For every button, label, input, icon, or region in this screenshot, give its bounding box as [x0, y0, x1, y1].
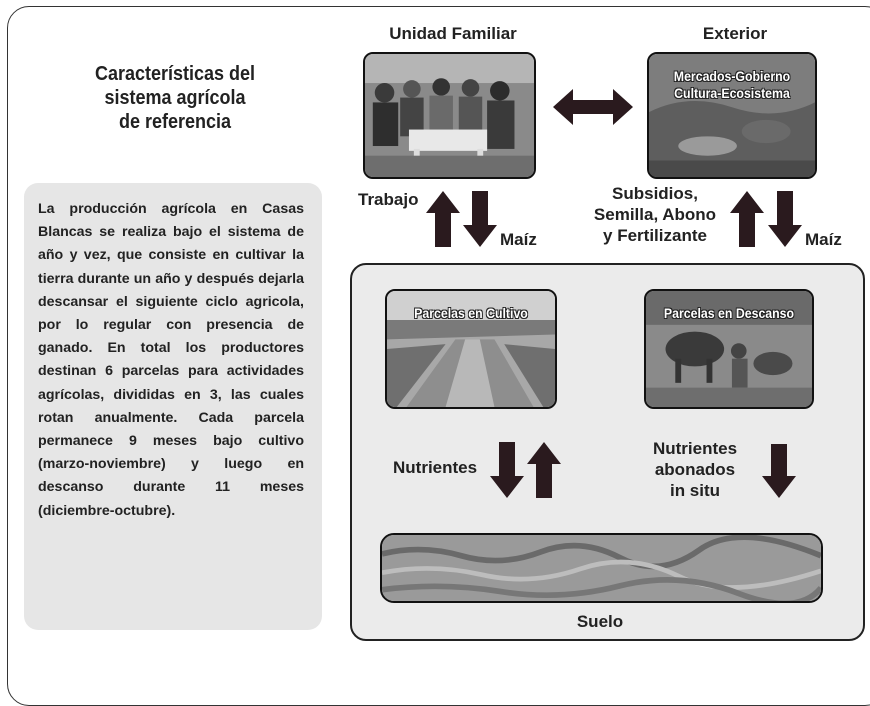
abonados-line-2: abonados	[654, 460, 736, 479]
arrow-down-nutrientes	[490, 442, 524, 498]
abonados-line-1: Nutrientes	[652, 439, 738, 458]
abonados-line-3: in situ	[669, 481, 721, 500]
arrow-up-trabajo	[426, 191, 460, 247]
parcelas-descanso-photo: Parcelas en Descanso	[644, 289, 814, 409]
suelo-image	[382, 535, 821, 601]
description-text: La producción agrícola en Casas Blancas …	[38, 201, 304, 519]
arrow-up-subsidios	[730, 191, 764, 247]
arrow-down-maiz-right	[768, 191, 802, 247]
description-panel	[24, 183, 322, 630]
arrow-up-nutrientes	[527, 442, 561, 498]
diagram-title: Características del sistema agrícola de …	[54, 62, 297, 134]
nutrientes-abonados-label: Nutrientes abonados in situ	[640, 438, 750, 501]
exterior-caption: Mercados-Gobierno Cultura-Ecosistema	[659, 68, 805, 102]
exterior-label: Exterior	[702, 24, 768, 43]
subsidios-label: Subsidios, Semilla, Abono y Fertilizante	[580, 183, 730, 246]
title-line-2: sistema agrícola	[104, 87, 246, 109]
parcelas-cultivo-photo: Parcelas en Cultivo	[385, 289, 557, 409]
unidad-familiar-label: Unidad Familiar	[389, 24, 517, 43]
maiz-left-label: Maíz	[500, 230, 537, 249]
family-photo-image	[365, 54, 534, 177]
double-arrow-horizontal	[553, 89, 633, 125]
suelo-photo	[380, 533, 823, 603]
parcelas-descanso-caption: Parcelas en Descanso	[663, 305, 795, 321]
exterior-photo-image	[649, 54, 815, 177]
subsidios-line-2: Semilla, Abono	[593, 205, 717, 224]
subsidios-line-3: y Fertilizante	[603, 226, 707, 245]
exterior-photo: Mercados-Gobierno Cultura-Ecosistema	[647, 52, 817, 179]
trabajo-label: Trabajo	[358, 190, 419, 209]
family-photo	[363, 52, 536, 179]
arrow-down-abonados	[762, 444, 796, 498]
parcelas-cultivo-caption: Parcelas en Cultivo	[414, 305, 528, 321]
arrow-down-maiz-left	[463, 191, 497, 247]
parcelas-descanso-image	[646, 291, 812, 407]
title-line-3: de referencia	[118, 111, 232, 133]
title-line-1: Características del	[94, 63, 256, 85]
subsidios-line-1: Subsidios,	[612, 184, 698, 203]
parcelas-cultivo-image	[387, 291, 555, 407]
maiz-right-label: Maíz	[805, 230, 842, 249]
nutrientes-label: Nutrientes	[393, 458, 478, 477]
suelo-label: Suelo	[576, 612, 624, 631]
exterior-caption-line-1: Mercados-Gobierno	[673, 68, 791, 84]
exterior-caption-line-2: Cultura-Ecosistema	[674, 85, 790, 101]
